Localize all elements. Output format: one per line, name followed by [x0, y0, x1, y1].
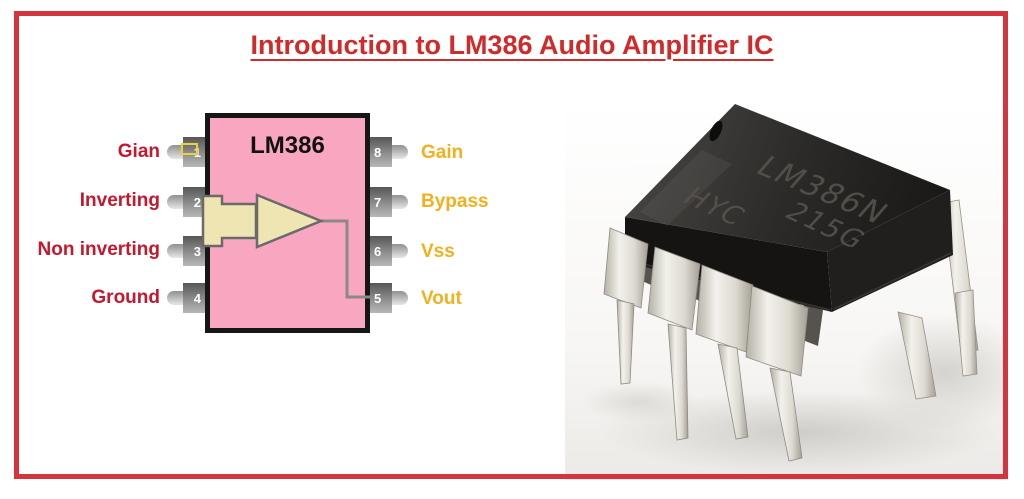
pin-pad-8: 8 [370, 137, 392, 167]
chip-front-face [625, 217, 832, 312]
front-pin-leg [717, 343, 749, 440]
rear-pin [954, 289, 978, 377]
pin-number-7: 7 [374, 194, 382, 210]
output-trace-line [321, 219, 372, 299]
lm386-chip-photo: LM386N HYC 215G [565, 100, 1008, 480]
pin-label-bypass: Bypass [421, 191, 489, 212]
pin-1-highlight-box [181, 143, 198, 155]
pin-lead-3 [167, 244, 183, 258]
pin-label-vss: Vss [421, 241, 455, 262]
front-pin-blade [695, 264, 754, 353]
pin-label-gian: Gian [117, 141, 160, 162]
front-pin-blade [603, 227, 649, 309]
pin-pad-6: 6 [370, 236, 392, 266]
pin-pad-2: 2 [183, 187, 205, 217]
pin-lead-7 [392, 195, 408, 209]
pin-lead-5 [392, 291, 408, 305]
opamp-symbol-svg [201, 193, 372, 299]
pin-label-gain: Gain [421, 142, 464, 163]
pin-label-ground: Ground [91, 287, 160, 308]
front-pin-leg [769, 367, 803, 462]
chip-pin1-notch [709, 120, 723, 142]
front-pin-blade [745, 285, 809, 377]
page-title: Introduction to LM386 Audio Amplifier IC [250, 30, 774, 60]
pin-label-non-inverting: Non inverting [37, 239, 160, 260]
chip-front-pins [603, 227, 809, 462]
pin-number-5: 5 [374, 290, 382, 306]
front-pin-leg [667, 323, 689, 441]
pin-number-2: 2 [193, 194, 201, 210]
pin-number-8: 8 [374, 144, 382, 160]
pin-label-vout: Vout [421, 288, 462, 309]
pin-lead-1 [167, 145, 183, 159]
pin-lead-4 [167, 291, 183, 305]
chip-end-edge-highlight [833, 252, 952, 310]
rear-pin [897, 311, 937, 400]
pin-number-6: 6 [374, 243, 382, 259]
pin-pad-7: 7 [370, 187, 392, 217]
pin-lead-6 [392, 244, 408, 258]
pin-lead-8 [392, 145, 408, 159]
pin-label-inverting: Inverting [79, 190, 160, 211]
front-pin-blade [647, 246, 701, 331]
front-pin-leg [616, 299, 635, 385]
chip-end-face [827, 190, 953, 312]
chip-top-face [625, 104, 950, 252]
pin-lead-2 [167, 195, 183, 209]
input-block-arrow [201, 194, 258, 248]
ic-body-label: LM386 [250, 132, 325, 159]
amplifier-triangle [255, 193, 325, 249]
pin-pad-3: 3 [183, 236, 205, 266]
chip-shadow-left [582, 382, 698, 422]
pin-number-4: 4 [193, 290, 201, 306]
pin-number-3: 3 [193, 243, 201, 259]
pin-pad-4: 4 [183, 283, 205, 313]
chip-top-sheen [640, 150, 732, 226]
pin-pad-5: 5 [370, 283, 392, 313]
